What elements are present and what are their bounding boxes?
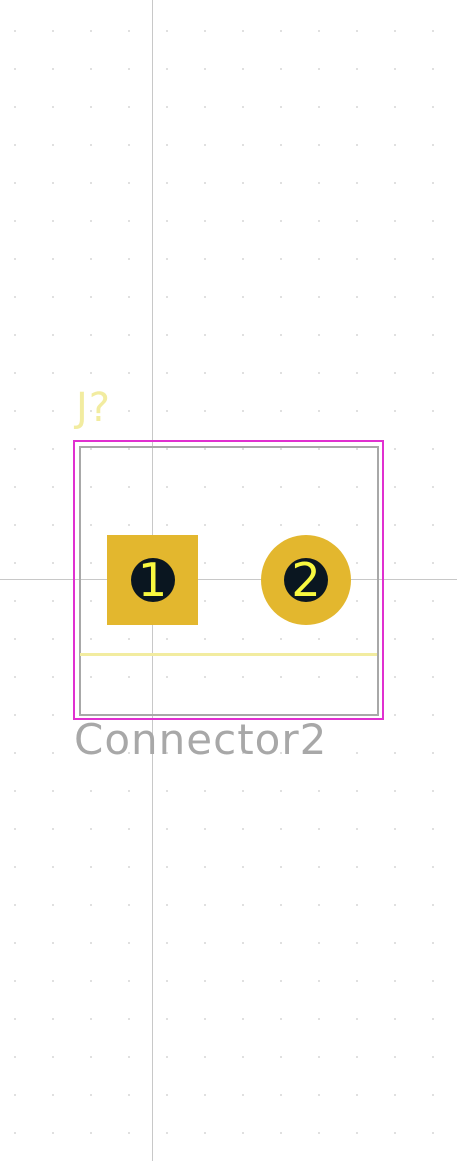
- pad-1[interactable]: 1: [107, 535, 198, 625]
- pad-2[interactable]: 2: [261, 535, 351, 625]
- silkscreen-line: [80, 653, 377, 656]
- fabrication-outline: [79, 446, 379, 716]
- pad-number: 2: [291, 553, 321, 607]
- drill-hole: [284, 558, 328, 602]
- reference-designator[interactable]: J?: [76, 385, 112, 431]
- drill-hole: [130, 558, 175, 602]
- crosshair-horizontal: [0, 579, 457, 580]
- footprint-value[interactable]: Connector2: [74, 715, 328, 764]
- pad-number: 1: [137, 553, 168, 607]
- courtyard-outline: [73, 440, 384, 720]
